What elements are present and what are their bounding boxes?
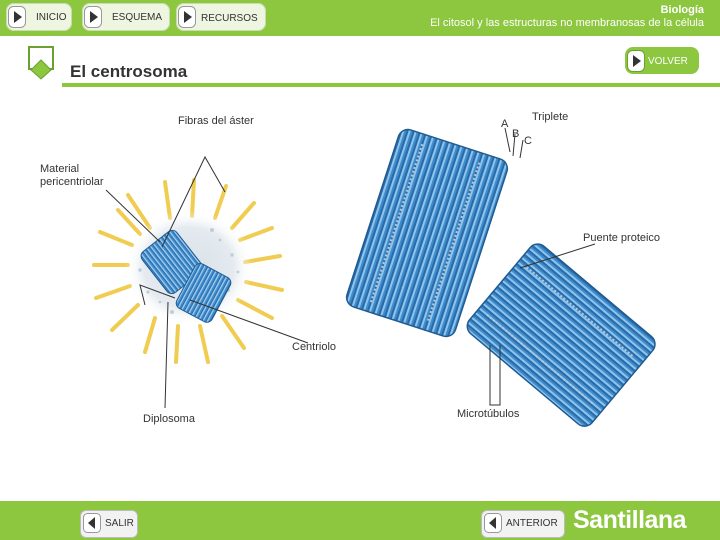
label-material-line1: Material <box>40 163 80 175</box>
page-title: El centrosoma <box>70 62 188 81</box>
volver-label: VOLVER <box>648 56 688 67</box>
salir-label: SALIR <box>105 518 134 529</box>
play-arrow-icon <box>178 6 196 28</box>
label-microtubulos: Microtúbulos <box>457 408 520 420</box>
topic-title: El citosol y las estructuras no membrano… <box>430 17 704 29</box>
back-arrow-icon <box>484 513 502 533</box>
play-arrow-icon <box>8 6 26 28</box>
label-triplete: Triplete <box>532 111 569 123</box>
salir-button[interactable]: SALIR <box>80 510 138 538</box>
green-square-icon <box>28 46 54 80</box>
back-arrow-icon <box>83 513 101 533</box>
header-title: Biología El citosol y las estructuras no… <box>430 4 704 30</box>
santillana-logo: Santillana <box>573 506 687 534</box>
leader-lines <box>105 127 596 409</box>
label-centriolo: Centriolo <box>292 341 337 353</box>
large-centriole-1 <box>345 128 509 338</box>
anterior-label: ANTERIOR <box>506 518 558 529</box>
label-material-pericentriolar: Material pericentriolar <box>40 163 104 189</box>
subject-title: Biología <box>660 4 704 16</box>
large-centriole-2 <box>466 243 656 427</box>
inicio-label: INICIO <box>36 12 67 23</box>
play-arrow-icon <box>627 50 645 72</box>
aster-fibers <box>92 178 284 364</box>
recursos-button[interactable]: RECURSOS <box>176 3 266 31</box>
recursos-label: RECURSOS <box>201 13 258 24</box>
inicio-button[interactable]: INICIO <box>6 3 72 31</box>
label-material-line2: pericentriolar <box>40 176 104 188</box>
volver-button[interactable]: VOLVER <box>625 47 699 74</box>
esquema-label: ESQUEMA <box>112 12 163 23</box>
label-diplosoma: Diplosoma <box>143 413 195 425</box>
label-tubule-b: B <box>512 128 520 140</box>
label-puente-proteico: Puente proteico <box>583 232 661 244</box>
label-tubule-a: A <box>501 118 509 130</box>
small-centriole-2 <box>175 263 232 323</box>
anterior-button[interactable]: ANTERIOR <box>481 510 565 538</box>
esquema-button[interactable]: ESQUEMA <box>82 3 170 31</box>
label-fibras-aster: Fibras del áster <box>178 115 254 127</box>
title-underline <box>62 83 720 87</box>
play-arrow-icon <box>84 6 102 28</box>
label-tubule-c: C <box>524 135 532 147</box>
